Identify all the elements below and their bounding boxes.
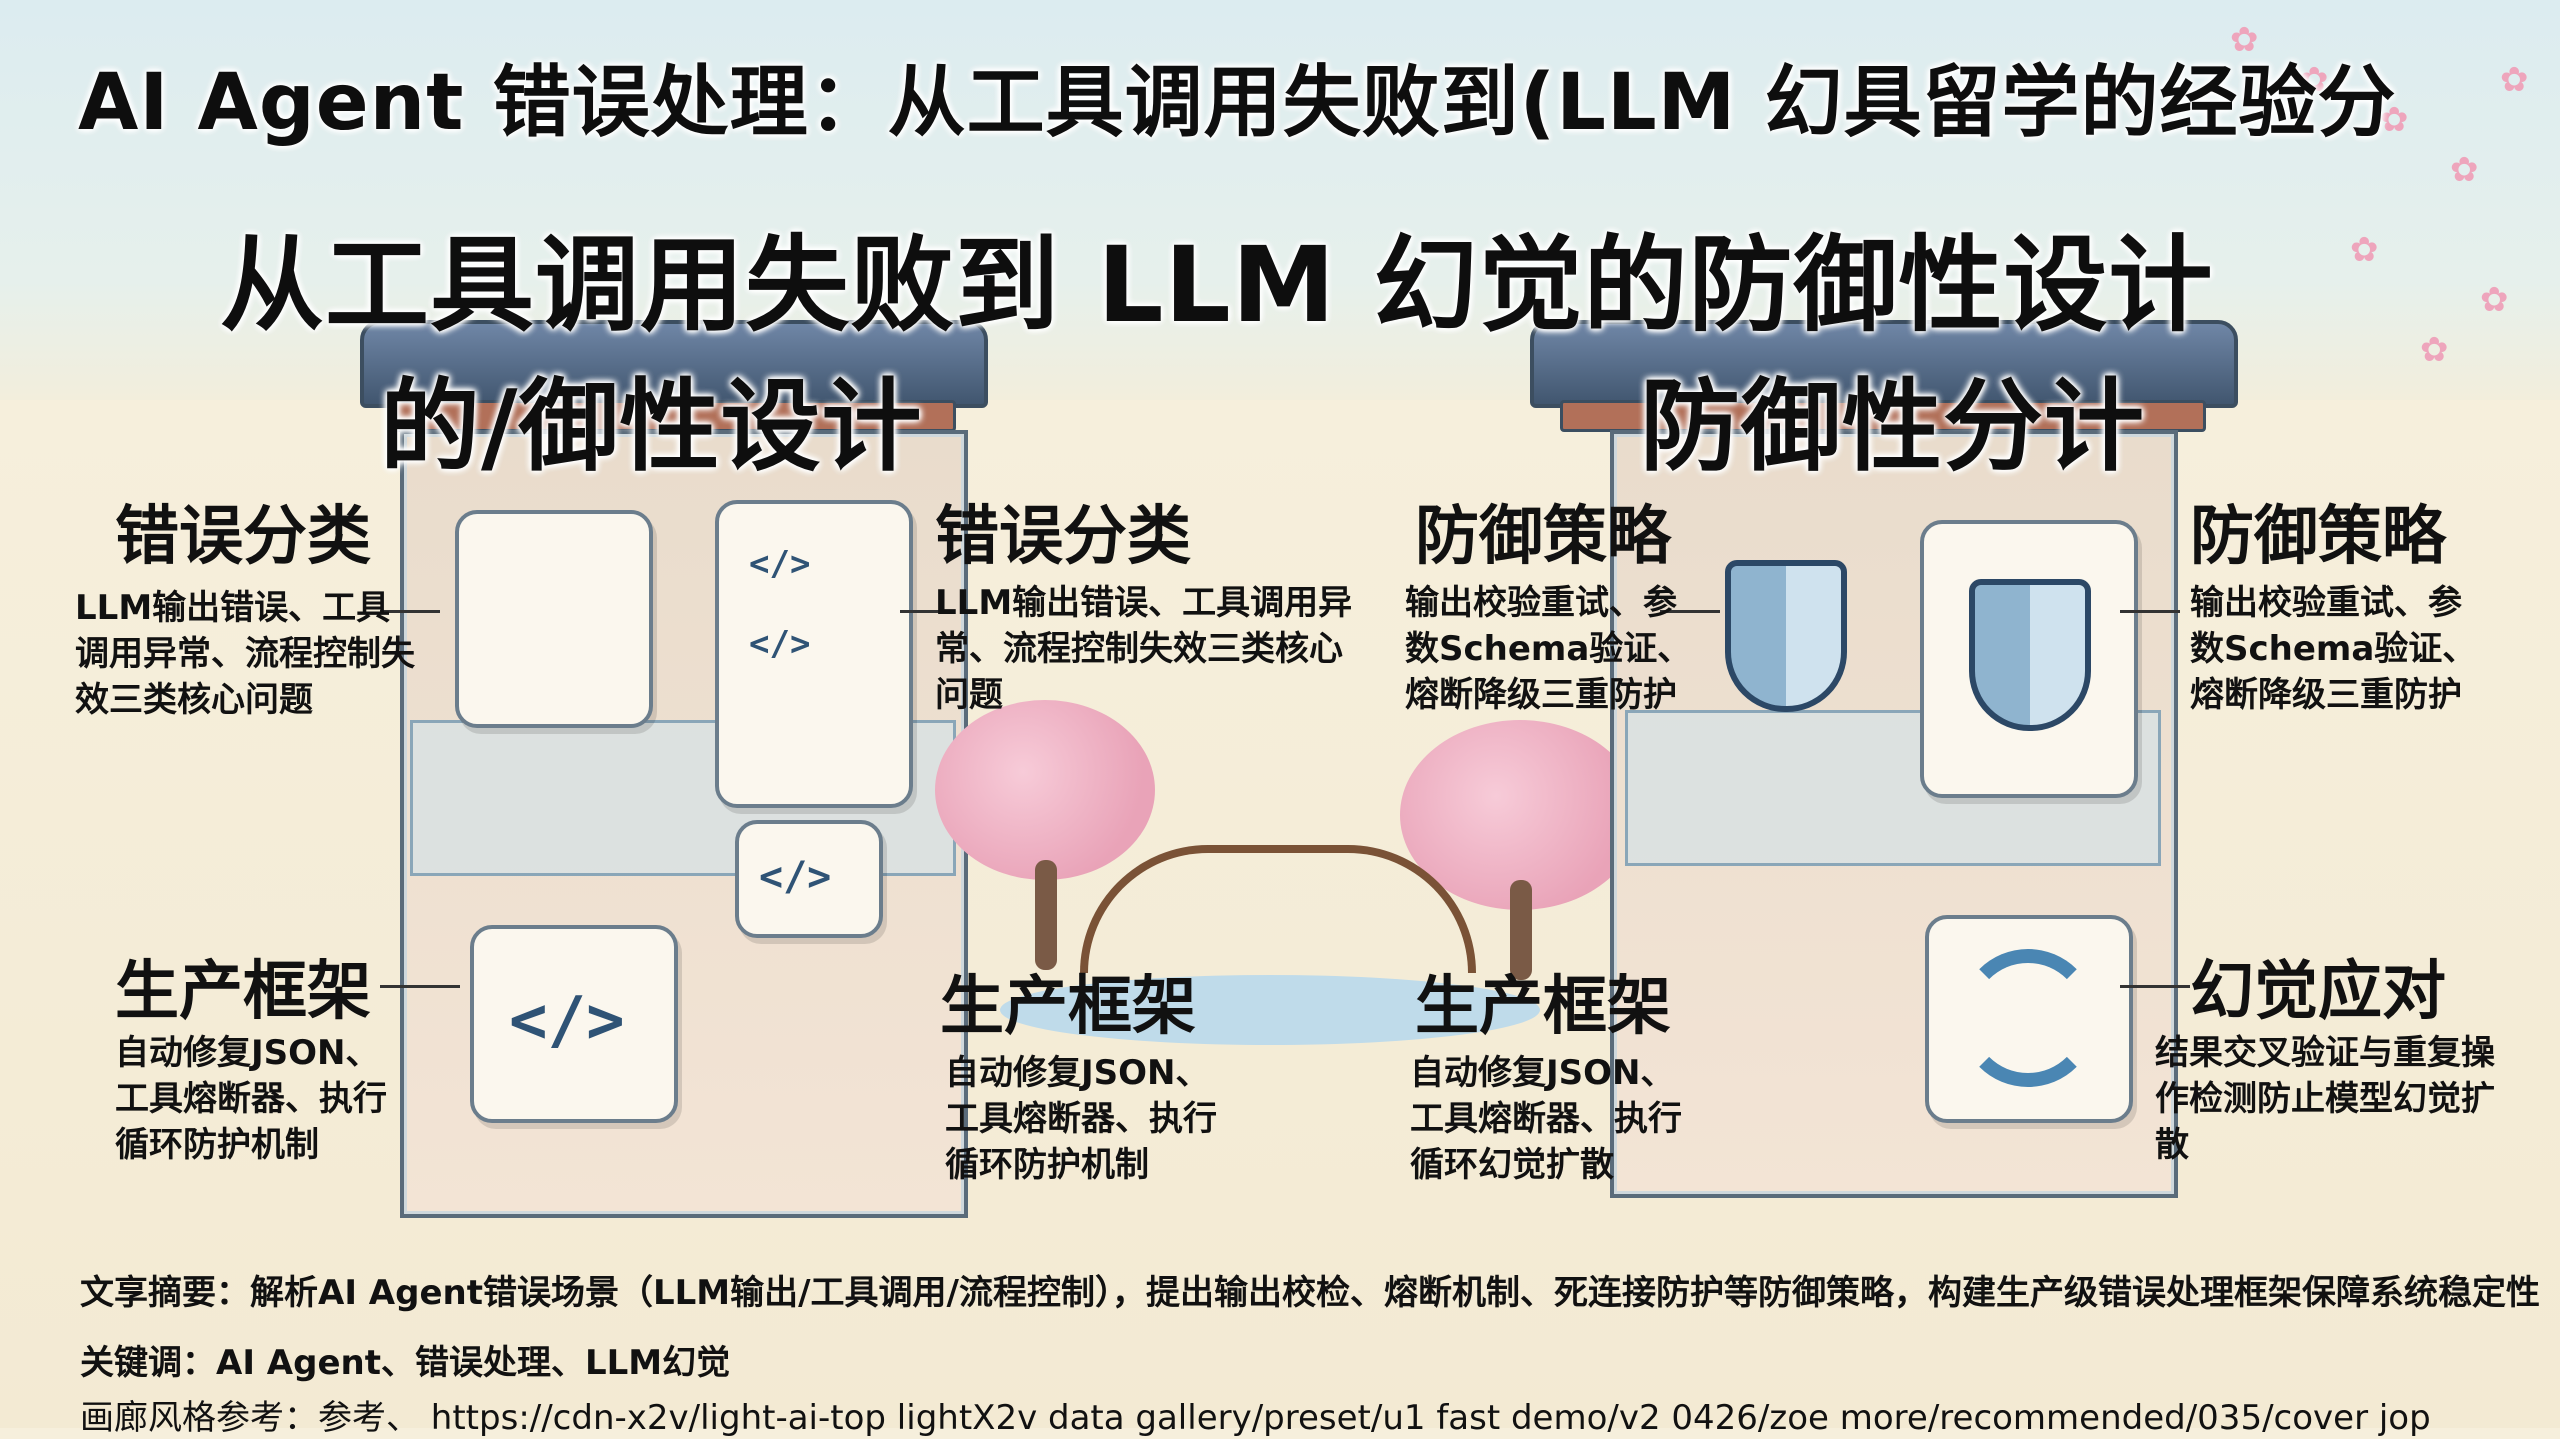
blossom-icon: ✿	[2350, 230, 2379, 270]
subtitle-right-fragment: 防御性分计	[1640, 368, 2145, 485]
blossom-icon: ✿	[2500, 60, 2529, 100]
cherry-tree-right	[1400, 720, 1640, 910]
right-roof-edge	[1560, 400, 2206, 432]
hallucination-response-heading: 幻觉应对	[2190, 955, 2446, 1029]
sync-panel	[1925, 915, 2133, 1123]
pond	[1000, 975, 1540, 1045]
code-icon: </>	[759, 854, 832, 900]
defense-strategy-desc-right: 输出校验重试、参数Schema验证、熔断降级三重防护	[2190, 583, 2477, 715]
tree-trunk	[1035, 860, 1057, 970]
tree-trunk	[1510, 880, 1532, 980]
shield-icon	[1725, 560, 1847, 712]
shield-panel	[1920, 520, 2138, 798]
shield-icon	[1969, 579, 2091, 731]
defense-strategy-heading-mid: 防御策略	[1415, 500, 1671, 574]
blossom-icon: ✿	[2420, 330, 2449, 370]
production-framework-heading-mid-b: 生产框架	[1415, 970, 1671, 1044]
production-framework-desc-left: 自动修复JSON、工具熔断器、执行循环防护机制	[115, 1033, 387, 1165]
connector-line	[380, 985, 460, 988]
blossom-icon: ✿	[2450, 150, 2479, 190]
blossom-icon: ✿	[2480, 280, 2509, 320]
production-framework-heading-left: 生产框架	[115, 955, 371, 1029]
code-icon: </>	[509, 984, 625, 1058]
subtitle: 从工具调用失败到 LLM 幻觉的防御性设计	[220, 224, 2214, 346]
code-icon: </>	[749, 544, 811, 584]
code-window-panel: </>	[470, 925, 678, 1123]
article-summary: 文享摘要：解析AI Agent错误场景（LLM输出/工具调用/流程控制），提出输…	[80, 1273, 2540, 1313]
flowchart-panel	[455, 510, 653, 728]
keywords: 关键调：AI Agent、错误处理、LLM幻觉	[80, 1343, 731, 1383]
production-framework-desc-mid-b: 自动修复JSON、工具熔断器、执行循环幻觉扩散	[1410, 1053, 1682, 1185]
style-reference: 画廊风格参考：参考、 https://cdn-x2v/light-ai-top …	[80, 1398, 2431, 1438]
connector-line	[2120, 610, 2180, 613]
cherry-tree-left	[935, 700, 1155, 880]
defense-strategy-desc-mid: 输出校验重试、参数Schema验证、熔断降级三重防护	[1405, 583, 1692, 715]
code-list-panel: </> </>	[715, 500, 913, 808]
subtitle-left-fragment: 的/御性设计	[380, 368, 923, 485]
blossom-icon: ✿	[2380, 100, 2409, 140]
main-title: AI Agent 错误处理：从工具调用失败到(LLM 幻具留学的经验分	[78, 58, 2397, 148]
arched-bridge	[1080, 845, 1476, 973]
blossom-icon: ✿	[2300, 60, 2329, 100]
code-icon: </>	[749, 624, 811, 664]
code-small-panel: </>	[735, 820, 883, 938]
production-framework-heading-mid-a: 生产框架	[940, 970, 1196, 1044]
error-classification-heading-mid: 错误分类	[935, 500, 1191, 574]
error-classification-heading-left: 错误分类	[115, 500, 371, 574]
refresh-icon	[1959, 949, 2097, 1087]
production-framework-desc-mid-a: 自动修复JSON、工具熔断器、执行循环防护机制	[945, 1053, 1217, 1185]
hallucination-response-desc: 结果交叉验证与重复操作检测防止模型幻觉扩散	[2155, 1033, 2495, 1165]
connector-line	[2120, 985, 2190, 988]
error-classification-desc-mid: LLM输出错误、工具调用异常、流程控制失效三类核心问题	[935, 583, 1353, 715]
connector-line	[900, 610, 940, 613]
left-roof	[360, 320, 988, 408]
defense-strategy-heading-right: 防御策略	[2190, 500, 2446, 574]
blossom-icon: ✿	[2230, 20, 2259, 60]
error-classification-desc-left: LLM输出错误、工具调用异常、流程控制失效三类核心问题	[75, 588, 415, 720]
connector-line	[1660, 610, 1720, 613]
connector-line	[380, 610, 440, 613]
